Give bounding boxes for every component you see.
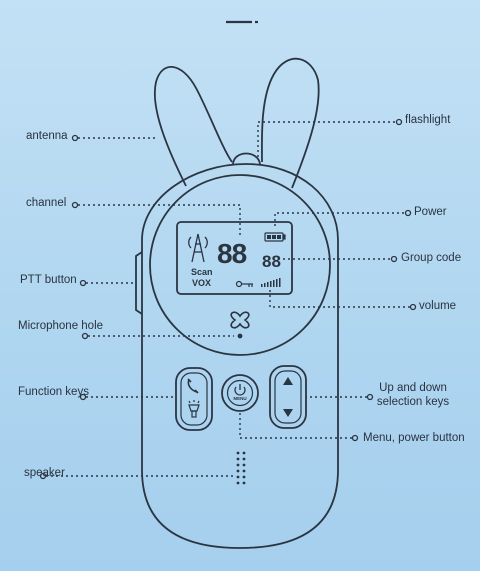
label-channel: channel (26, 197, 67, 209)
top-knob (232, 152, 261, 165)
function-keys[interactable] (175, 367, 213, 431)
label-power: Power (414, 206, 447, 218)
leader-power (274, 212, 404, 228)
antenna-tower-icon (188, 233, 208, 263)
device-body (141, 163, 339, 549)
flashlight-icon (188, 400, 200, 418)
group-digits: 88 (262, 252, 281, 271)
label-function-keys: Function keys (18, 386, 89, 398)
left-ear-antenna (154, 65, 233, 187)
menu-text: MENU (233, 396, 246, 401)
label-volume: volume (419, 300, 457, 312)
label-ptt-button: PTT button (20, 274, 77, 286)
walkie-talkie-device (135, 57, 339, 549)
leader-volume (269, 289, 410, 308)
screen-circle (149, 174, 331, 356)
speaker-dot (242, 481, 246, 485)
menu-power-button[interactable]: MENU (221, 374, 259, 412)
up-down-arrows-icon (283, 377, 293, 417)
scan-text: Scan (191, 267, 213, 277)
speaker-dot (236, 469, 240, 473)
ptt-side-button (135, 251, 143, 315)
leader-lines (46, 121, 410, 477)
phone-icon (187, 378, 199, 394)
label-antenna: antenna (26, 130, 68, 142)
label-menu-power: Menu, power button (363, 432, 465, 444)
speaker-dot (236, 463, 240, 467)
label-microphone-hole: Microphone hole (18, 320, 104, 332)
leader-dots (39, 118, 417, 480)
lcd-display: 88 Scan VOX 88 (176, 221, 293, 295)
speaker-dot (236, 475, 240, 479)
label-group-code: Group code (401, 252, 462, 264)
label-speaker: speaker (24, 467, 65, 479)
microphone-hole (230, 311, 250, 339)
speaker-dot (242, 463, 246, 467)
leader-menu (239, 411, 352, 439)
leader-channel (78, 204, 241, 237)
speaker-dot (242, 475, 246, 479)
vox-text: VOX (192, 278, 211, 288)
key-icon (235, 280, 253, 288)
volume-bars-icon (261, 278, 281, 287)
power-icon (234, 384, 246, 396)
label-up-down-keys: Up and down selection keys (376, 382, 450, 408)
battery-icon (264, 232, 286, 242)
up-down-selection-keys[interactable] (269, 365, 307, 429)
leader-flashlight (257, 121, 395, 160)
right-ear-flashlight (261, 57, 320, 189)
speaker-dot (242, 457, 246, 461)
label-flashlight: flashlight (405, 114, 451, 126)
channel-digits: 88 (217, 238, 247, 269)
speaker-dot (242, 469, 246, 473)
speaker-dot (236, 451, 240, 455)
speaker-grille (236, 451, 246, 485)
speaker-dot (236, 481, 240, 485)
speaker-dot (236, 457, 240, 461)
speaker-dot (242, 451, 246, 455)
